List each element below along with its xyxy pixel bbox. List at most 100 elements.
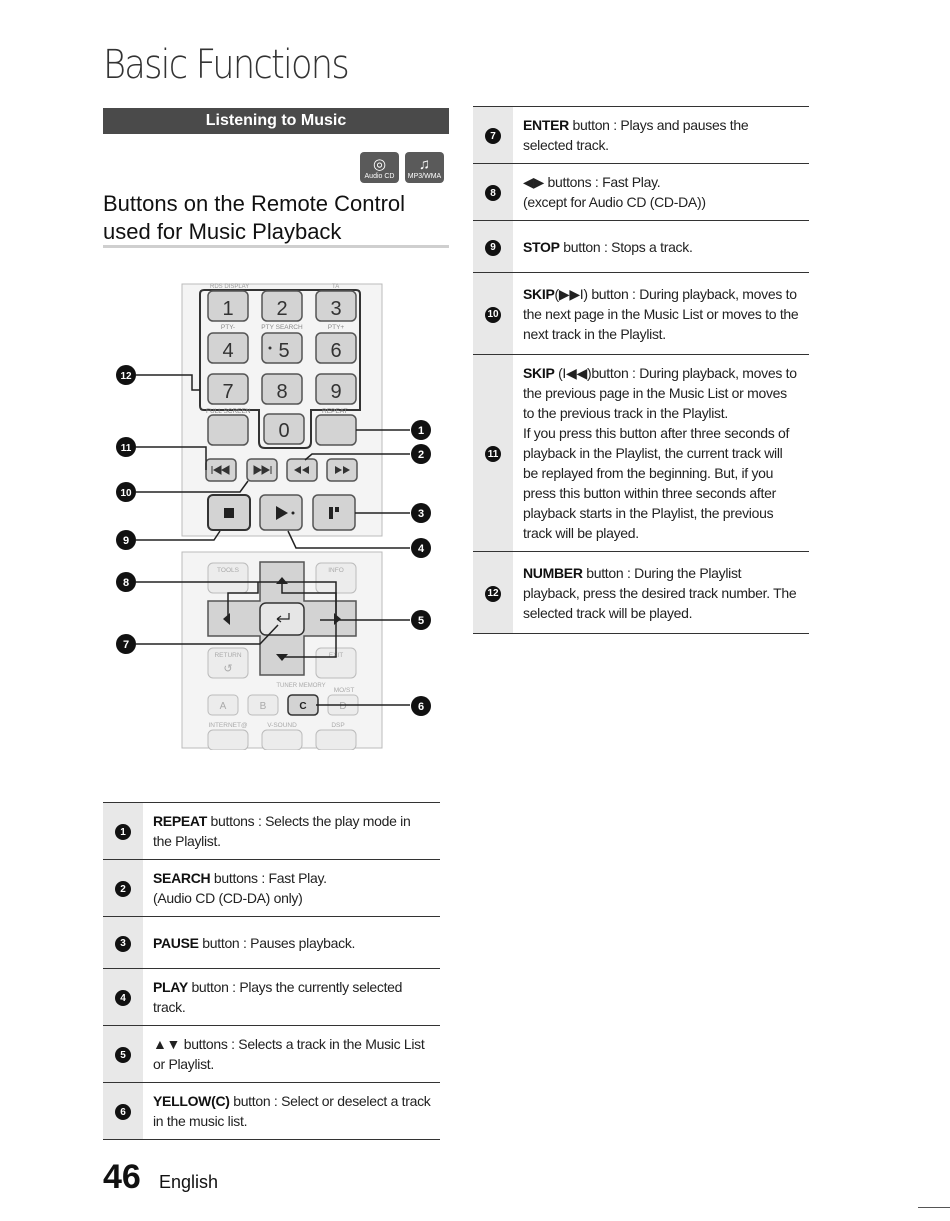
item-number-badge: 3 — [115, 935, 131, 952]
item-description-cell: YELLOW(C) button : Select or deselect a … — [143, 1082, 440, 1140]
yellow-c-button[interactable]: C — [287, 694, 319, 716]
stop-button[interactable] — [207, 494, 251, 531]
item-description-cell: PLAY button : Plays the currently select… — [143, 968, 440, 1026]
mo-st-label: MO/ST — [334, 687, 355, 694]
full-screen-label: FULL SCREEN — [206, 408, 251, 415]
color-c-label: C — [299, 701, 306, 712]
table-row: 8 ◀▶ buttons : Fast Play. (except for Aud… — [473, 163, 809, 221]
item-number-badge: 10 — [485, 306, 501, 323]
color-a-label: A — [220, 701, 227, 712]
callout-2-label: 2 — [418, 449, 424, 461]
skip-forward-button[interactable] — [246, 458, 278, 482]
callout-9-label: 9 — [123, 535, 129, 547]
digit-6-button[interactable]: 6 — [315, 332, 357, 364]
heading-divider — [103, 245, 449, 248]
item-description: button : During the Playlist playback, p… — [523, 564, 797, 621]
item-keyword: STOP — [523, 238, 560, 255]
search-forward-button[interactable] — [326, 458, 358, 482]
digit-3-button[interactable]: 3 — [315, 290, 357, 322]
digit-6-label: 6 — [330, 340, 341, 362]
item-keyword: ENTER — [523, 117, 569, 133]
media-icons: ◎ Audio CD ♫ MP3/WMA — [360, 152, 444, 183]
tuner-memory-label: TUNER MEMORY — [276, 683, 325, 689]
tools-button[interactable]: TOOLS — [207, 562, 249, 594]
digit-2-label: 2 — [276, 298, 287, 320]
item-number-badge: 1 — [115, 824, 131, 841]
digit-9-button[interactable]: 9 — [315, 373, 357, 405]
svg-text:↺: ↺ — [223, 663, 232, 675]
pause-button[interactable] — [312, 494, 356, 531]
dsp-label: DSP — [331, 722, 344, 729]
item-number-cell: 9 — [473, 220, 513, 273]
vsound-button[interactable] — [261, 729, 303, 750]
digit-4-button[interactable]: 4 — [207, 332, 249, 364]
dsp-button[interactable] — [315, 729, 357, 750]
item-number-badge: 2 — [115, 881, 131, 898]
item-number-cell: 8 — [473, 163, 513, 221]
item-description: button : Plays the currently selected tr… — [153, 979, 403, 1015]
item-number-cell: 10 — [473, 272, 513, 355]
item-description-cell: ◀▶ buttons : Fast Play. (except for Audi… — [513, 163, 809, 221]
item-number-badge: 7 — [485, 128, 501, 145]
item-description-cell: PAUSE button : Pauses playback. — [143, 916, 440, 969]
callout-1-label: 1 — [418, 425, 424, 437]
table-row: 9 STOP button : Stops a track. — [473, 220, 809, 273]
item-description-cell: ▲▼ buttons : Selects a track in the Musi… — [143, 1025, 440, 1083]
item-number-badge: 11 — [485, 446, 501, 463]
item-description: button : Stops a track. — [559, 238, 693, 255]
digit-8-label: 8 — [276, 381, 287, 403]
color-b-button[interactable]: B — [247, 694, 279, 716]
callout-7: 7 — [116, 634, 136, 654]
ta-label: TA — [332, 284, 339, 290]
item-keyword: NUMBER — [523, 564, 583, 581]
callout-badges: 1 2 3 4 5 6 7 8 9 10 11 12 — [116, 365, 431, 716]
search-back-button[interactable] — [286, 458, 318, 482]
internet-button[interactable] — [207, 729, 249, 750]
digit-1-label: 1 — [222, 298, 233, 320]
digit-1-button[interactable]: 1 — [207, 290, 249, 322]
item-number-badge: 9 — [485, 239, 501, 256]
callout-2: 2 — [411, 444, 431, 464]
item-keyword: PAUSE — [153, 934, 199, 951]
item-number-cell: 11 — [473, 354, 513, 552]
digit-2-button[interactable]: 2 — [261, 290, 303, 322]
section-bar: Listening to Music — [103, 108, 449, 134]
page-number: 46 — [103, 1158, 141, 1196]
return-button[interactable]: RETURN↺ — [207, 647, 249, 679]
color-d-label: D — [339, 701, 346, 712]
full-screen-button[interactable] — [207, 414, 249, 446]
pty-minus-label: PTY- — [221, 324, 235, 331]
audio-cd-badge: ◎ Audio CD — [360, 152, 399, 183]
digit-0-button[interactable]: 0 — [263, 413, 305, 445]
item-number-badge: 8 — [485, 185, 501, 202]
item-description: button : Select or deselect a track in t… — [153, 1093, 431, 1129]
item-number-cell: 12 — [473, 551, 513, 634]
table-row: 5▲▼ buttons : Selects a track in the Mus… — [103, 1025, 440, 1083]
remote-control-illustration: RDS DISPLAY TA 1 2 3 PTY- PTY SEARCH PTY… — [116, 283, 431, 750]
digit-0-label: 0 — [278, 420, 289, 442]
item-number-cell: 7 — [473, 106, 513, 164]
skip-back-button[interactable] — [205, 458, 237, 482]
repeat-button[interactable] — [315, 414, 357, 446]
callout-11-label: 11 — [121, 443, 132, 454]
digit-7-button[interactable]: 7 — [207, 373, 249, 405]
digit-5-button[interactable]: 5 — [261, 332, 303, 364]
vsound-label: V-SOUND — [267, 722, 297, 729]
item-description-cell: NUMBER button : During the Playlist play… — [513, 551, 809, 634]
item-description: button : Pauses playback. — [198, 934, 356, 951]
digit-8-button[interactable]: 8 — [261, 373, 303, 405]
enter-button[interactable] — [259, 602, 305, 636]
callout-8: 8 — [116, 572, 136, 592]
item-number-cell: 4 — [103, 968, 143, 1026]
play-button[interactable] — [259, 494, 303, 531]
color-b-label: B — [260, 701, 267, 712]
section-heading: Buttons on the Remote Control used for M… — [103, 191, 406, 244]
color-a-button[interactable]: A — [207, 694, 239, 716]
digit-4-label: 4 — [222, 340, 233, 362]
